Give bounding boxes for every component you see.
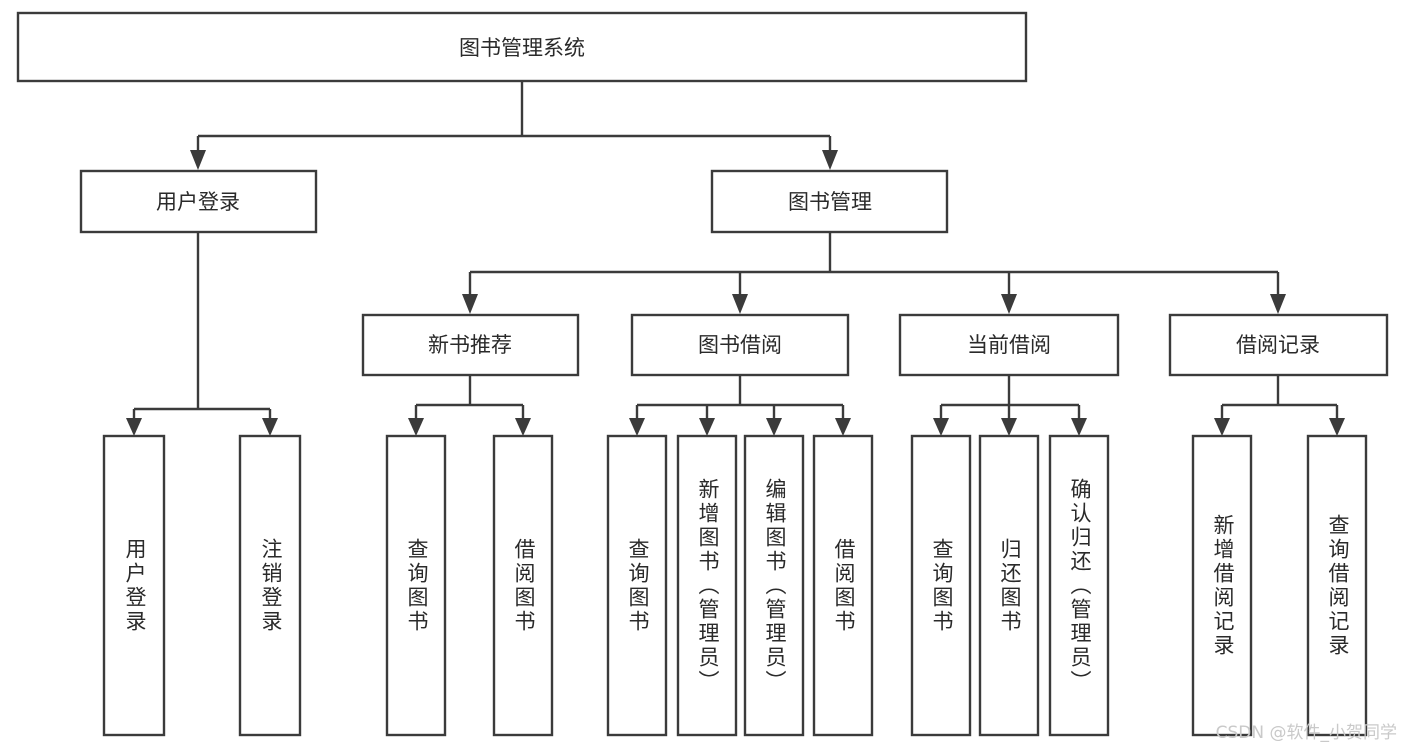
node-current-borrow-label: 当前借阅 bbox=[967, 333, 1051, 357]
node-root-box[interactable] bbox=[16, 11, 1028, 83]
node-leaf-confirm-return-label: 确认归还（管理员） bbox=[1068, 478, 1092, 694]
node-leaf-borrow-book-2-box[interactable] bbox=[812, 434, 874, 737]
node-new-book-recommendation-box[interactable] bbox=[361, 313, 580, 377]
node-leaf-query-book-1-box[interactable] bbox=[385, 434, 447, 737]
node-leaf-add-book-box[interactable] bbox=[676, 434, 738, 737]
node-leaf-add-record-box[interactable] bbox=[1191, 434, 1253, 737]
node-book-manage[interactable]: 图书管理 bbox=[710, 169, 949, 234]
node-leaf-borrow-book-1-label: 借阅图书 bbox=[512, 538, 536, 634]
node-leaf-user-login-label: 用户登录 bbox=[123, 538, 147, 634]
node-borrow-record-label: 借阅记录 bbox=[1236, 333, 1320, 357]
node-leaf-edit-book[interactable]: 编辑图书（管理员） bbox=[743, 434, 805, 737]
arrow-head-new-book-rec bbox=[462, 294, 478, 314]
arrow-head-leaf-confirm-return bbox=[1071, 418, 1087, 436]
node-leaf-return-book[interactable]: 归还图书 bbox=[978, 434, 1040, 737]
node-leaf-logout-label: 注销登录 bbox=[259, 538, 283, 634]
arrow-head-leaf-add-book bbox=[699, 418, 715, 436]
node-borrow-record-box[interactable] bbox=[1168, 313, 1389, 377]
node-new-book-recommendation[interactable]: 新书推荐 bbox=[361, 313, 580, 377]
arrow-head-leaf-add-record bbox=[1214, 418, 1230, 436]
node-leaf-add-book[interactable]: 新增图书（管理员） bbox=[676, 434, 738, 737]
node-leaf-logout[interactable]: 注销登录 bbox=[238, 434, 302, 737]
node-leaf-borrow-book-1-box[interactable] bbox=[492, 434, 554, 737]
node-borrow-record[interactable]: 借阅记录 bbox=[1168, 313, 1389, 377]
node-book-manage-label: 图书管理 bbox=[788, 190, 872, 214]
arrow-head-user-login bbox=[190, 150, 206, 170]
node-leaf-add-record-label: 新增借阅记录 bbox=[1211, 514, 1235, 658]
arrow-head-leaf-query-book-2 bbox=[629, 418, 645, 436]
node-leaf-borrow-book-2-label: 借阅图书 bbox=[832, 538, 856, 634]
node-leaf-return-book-box[interactable] bbox=[978, 434, 1040, 737]
arrow-head-leaf-return-book bbox=[1001, 418, 1017, 436]
node-root[interactable]: 图书管理系统 bbox=[16, 11, 1028, 83]
node-leaf-query-record-box[interactable] bbox=[1306, 434, 1368, 737]
node-leaf-edit-book-label: 编辑图书（管理员） bbox=[763, 478, 787, 694]
node-leaf-user-login[interactable]: 用户登录 bbox=[102, 434, 166, 737]
node-leaf-query-record[interactable]: 查询借阅记录 bbox=[1306, 434, 1368, 737]
arrow-head-leaf-edit-book bbox=[766, 418, 782, 436]
node-leaf-query-book-2-label: 查询图书 bbox=[626, 538, 650, 634]
arrow-head-current-borrow bbox=[1001, 294, 1017, 314]
node-leaf-confirm-return[interactable]: 确认归还（管理员） bbox=[1048, 434, 1110, 737]
node-leaf-borrow-book-2[interactable]: 借阅图书 bbox=[812, 434, 874, 737]
arrow-head-leaf-borrow-book-2 bbox=[835, 418, 851, 436]
node-book-manage-box[interactable] bbox=[710, 169, 949, 234]
node-book-borrow-box[interactable] bbox=[630, 313, 850, 377]
node-leaf-query-record-label: 查询借阅记录 bbox=[1326, 514, 1350, 658]
node-leaf-edit-book-box[interactable] bbox=[743, 434, 805, 737]
node-leaf-add-book-label: 新增图书（管理员） bbox=[696, 478, 720, 694]
connectors-layer bbox=[126, 82, 1345, 436]
node-book-borrow[interactable]: 图书借阅 bbox=[630, 313, 850, 377]
node-leaf-logout-box[interactable] bbox=[238, 434, 302, 737]
node-leaf-user-login-box[interactable] bbox=[102, 434, 166, 737]
arrow-head-leaf-logout bbox=[262, 418, 278, 436]
node-root-label: 图书管理系统 bbox=[459, 36, 585, 60]
csdn-watermark: CSDN @软件_小贺同学 bbox=[1215, 723, 1397, 743]
node-user-login-label: 用户登录 bbox=[156, 190, 240, 214]
arrow-head-leaf-query-record bbox=[1329, 418, 1345, 436]
node-leaf-add-record[interactable]: 新增借阅记录 bbox=[1191, 434, 1253, 737]
node-leaf-confirm-return-box[interactable] bbox=[1048, 434, 1110, 737]
node-user-login-box[interactable] bbox=[79, 169, 318, 234]
node-leaf-query-book-1[interactable]: 查询图书 bbox=[385, 434, 447, 737]
node-leaf-query-book-1-label: 查询图书 bbox=[405, 538, 429, 634]
arrow-head-leaf-borrow-book-1 bbox=[515, 418, 531, 436]
node-current-borrow-box[interactable] bbox=[898, 313, 1120, 377]
arrow-head-book-borrow bbox=[732, 294, 748, 314]
node-leaf-borrow-book-1[interactable]: 借阅图书 bbox=[492, 434, 554, 737]
node-leaf-query-book-2[interactable]: 查询图书 bbox=[606, 434, 668, 737]
arrow-head-book-manage bbox=[822, 150, 838, 170]
node-leaf-query-book-3-box[interactable] bbox=[910, 434, 972, 737]
node-leaf-query-book-3[interactable]: 查询图书 bbox=[910, 434, 972, 737]
arrow-head-borrow-record bbox=[1270, 294, 1286, 314]
arrow-head-leaf-query-book-3 bbox=[933, 418, 949, 436]
node-leaf-return-book-label: 归还图书 bbox=[998, 538, 1022, 634]
node-book-borrow-label: 图书借阅 bbox=[698, 333, 782, 357]
node-leaf-query-book-2-box[interactable] bbox=[606, 434, 668, 737]
node-leaf-query-book-3-label: 查询图书 bbox=[930, 538, 954, 634]
arrow-head-leaf-query-book-1 bbox=[408, 418, 424, 436]
arrow-head-leaf-user-login bbox=[126, 418, 142, 436]
node-new-book-recommendation-label: 新书推荐 bbox=[428, 333, 512, 357]
node-current-borrow[interactable]: 当前借阅 bbox=[898, 313, 1120, 377]
node-user-login[interactable]: 用户登录 bbox=[79, 169, 318, 234]
